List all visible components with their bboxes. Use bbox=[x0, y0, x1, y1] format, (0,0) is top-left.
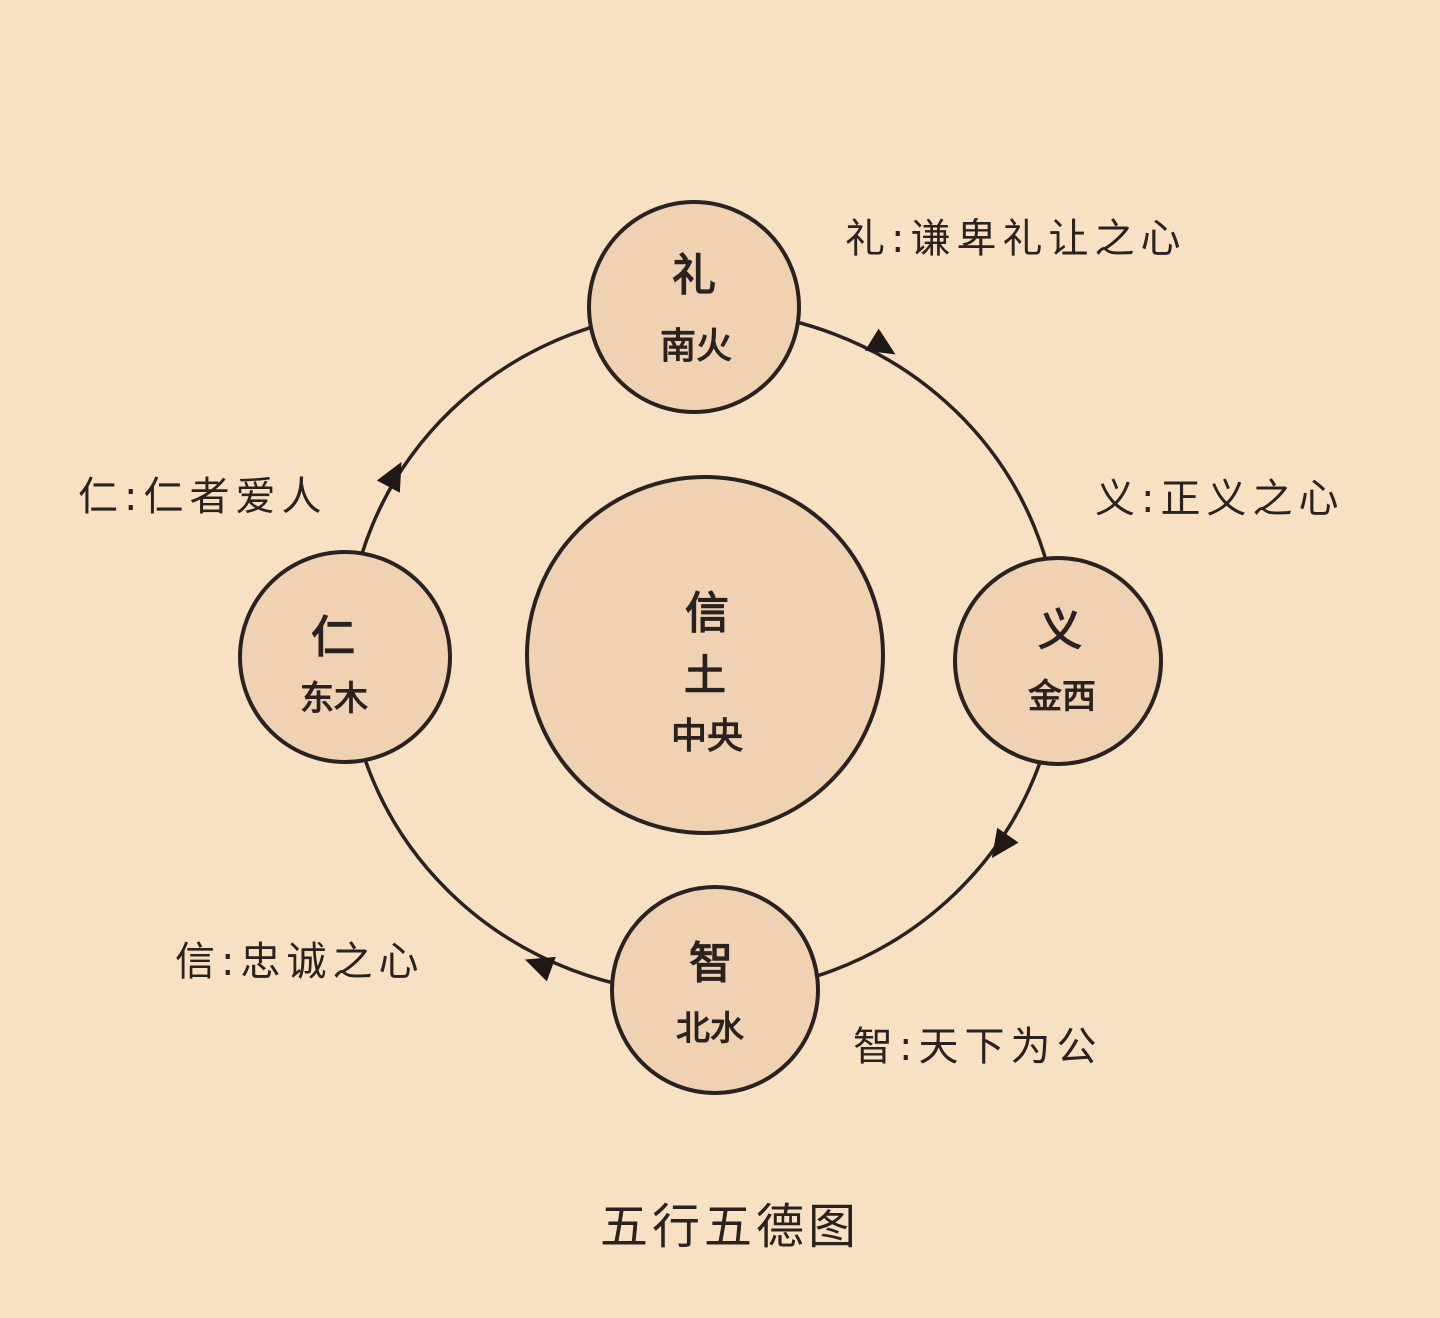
label-xin: 信:忠诚之心 bbox=[175, 939, 424, 985]
node-right: 义 金西 bbox=[953, 556, 1163, 766]
node-virtue: 仁 bbox=[311, 612, 355, 663]
node-virtue: 礼 bbox=[672, 250, 716, 301]
node-sub: 北水 bbox=[676, 1009, 745, 1049]
node-sub: 东木 bbox=[300, 679, 368, 719]
node-sub: 金西 bbox=[1027, 677, 1096, 717]
arrow-icon bbox=[524, 956, 556, 982]
center-direction: 中央 bbox=[671, 716, 744, 757]
arrow-icon bbox=[991, 827, 1019, 859]
label-ren: 仁:仁者爱人 bbox=[78, 474, 327, 520]
node-bottom: 智 北水 bbox=[610, 885, 820, 1095]
center-element: 土 bbox=[684, 651, 726, 700]
center-node: 信 土 中央 bbox=[525, 475, 885, 835]
arrow-icon bbox=[864, 328, 896, 355]
node-virtue: 智 bbox=[689, 938, 733, 989]
arrow-icon bbox=[376, 461, 402, 493]
label-yi: 义:正义之心 bbox=[1095, 476, 1344, 522]
diagram-title: 五行五德图 bbox=[600, 1199, 860, 1255]
center-virtue: 信 bbox=[685, 588, 729, 639]
node-virtue: 义 bbox=[1038, 605, 1082, 656]
node-sub: 南火 bbox=[660, 326, 732, 367]
node-left: 仁 东木 bbox=[238, 550, 452, 764]
node-top: 礼 南火 bbox=[587, 200, 801, 414]
label-li: 礼:谦卑礼让之心 bbox=[845, 216, 1186, 262]
label-zhi: 智:天下为公 bbox=[853, 1024, 1102, 1070]
